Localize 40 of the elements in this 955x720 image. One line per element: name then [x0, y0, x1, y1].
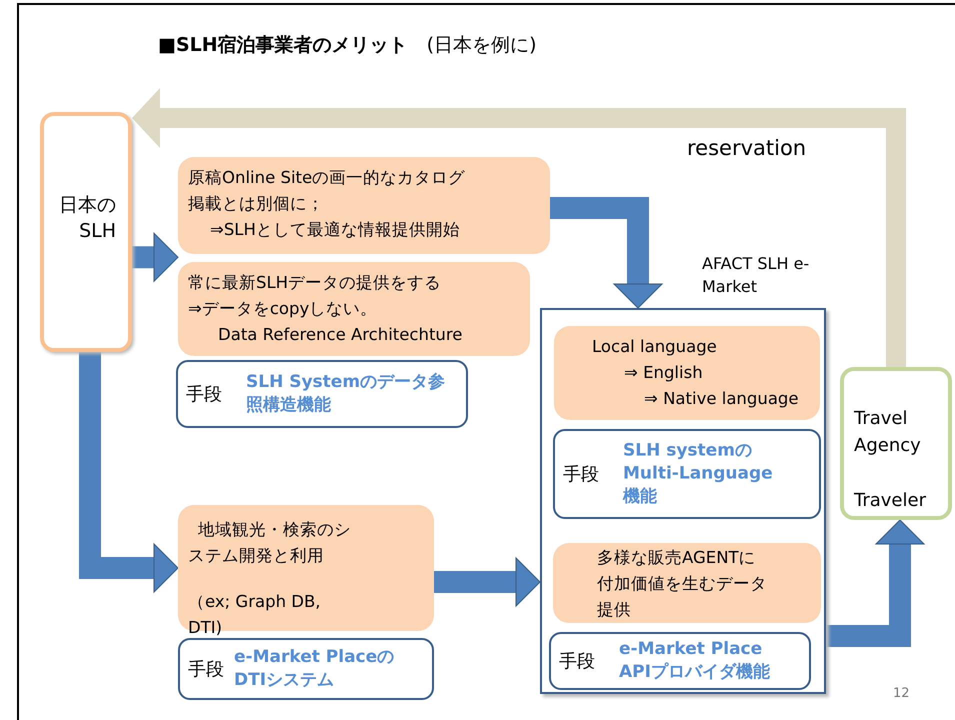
rounded-box: [178, 157, 550, 254]
function-title: SLH systemのMulti-Language機能: [623, 440, 774, 508]
rounded-box: [840, 367, 952, 520]
block-arrow: [550, 197, 662, 308]
box-text: Travel Agency: [854, 407, 922, 458]
box-text: 日本のSLH: [58, 193, 116, 244]
means-label: 手段: [188, 658, 224, 681]
box-text: 多様な販売AGENTに付加価値を生むデータ提供: [596, 547, 767, 621]
box-text: Traveler: [854, 489, 927, 513]
rounded-box: [176, 360, 468, 428]
box-text: ⇒ English: [623, 362, 704, 384]
rounded-box: [549, 632, 811, 690]
container-heading: AFACT SLH e-Market: [702, 253, 810, 298]
block-arrow: [132, 88, 906, 367]
box-text: Local language: [591, 336, 718, 358]
rounded-box: [553, 429, 821, 519]
page-number: 12: [893, 686, 910, 701]
block-arrow: [132, 232, 178, 282]
box-text: ⇒SLHとして最適な情報提供開始: [209, 219, 461, 241]
box-text: 常に最新SLHデータの提供をする: [188, 272, 442, 294]
rounded-box: [178, 262, 530, 356]
rounded-box: [553, 543, 821, 623]
means-label: 手段: [559, 650, 595, 673]
rounded-box: [40, 112, 132, 352]
function-title: e-Market Place APIプロバイダ機能: [619, 638, 771, 684]
rounded-box: [178, 638, 434, 700]
block-arrow: [434, 558, 540, 606]
box-text: 地域観光・検索のシステム開発と利用: [188, 519, 351, 567]
rounded-box: [554, 326, 820, 420]
box-text: （ex; Graph DB, DTI): [188, 591, 322, 639]
box-text: ⇒ Native language: [643, 388, 800, 410]
box-text: ⇒データをcopyしない。: [188, 298, 378, 320]
box-text: Data Reference Architechture: [217, 324, 464, 346]
means-label: 手段: [563, 463, 599, 486]
means-label: 手段: [186, 383, 222, 406]
block-arrow: [79, 352, 178, 592]
box-text: 原稿Online Siteの画一的なカタログ掲載とは別個に；: [188, 167, 466, 215]
function-title: e-Market PlaceのDTIシステム: [234, 646, 396, 692]
function-title: SLH Systemのデータ参照構造機能: [246, 371, 446, 417]
slide-title: ■SLH宿泊事業者のメリット (日本を例に): [158, 33, 536, 58]
